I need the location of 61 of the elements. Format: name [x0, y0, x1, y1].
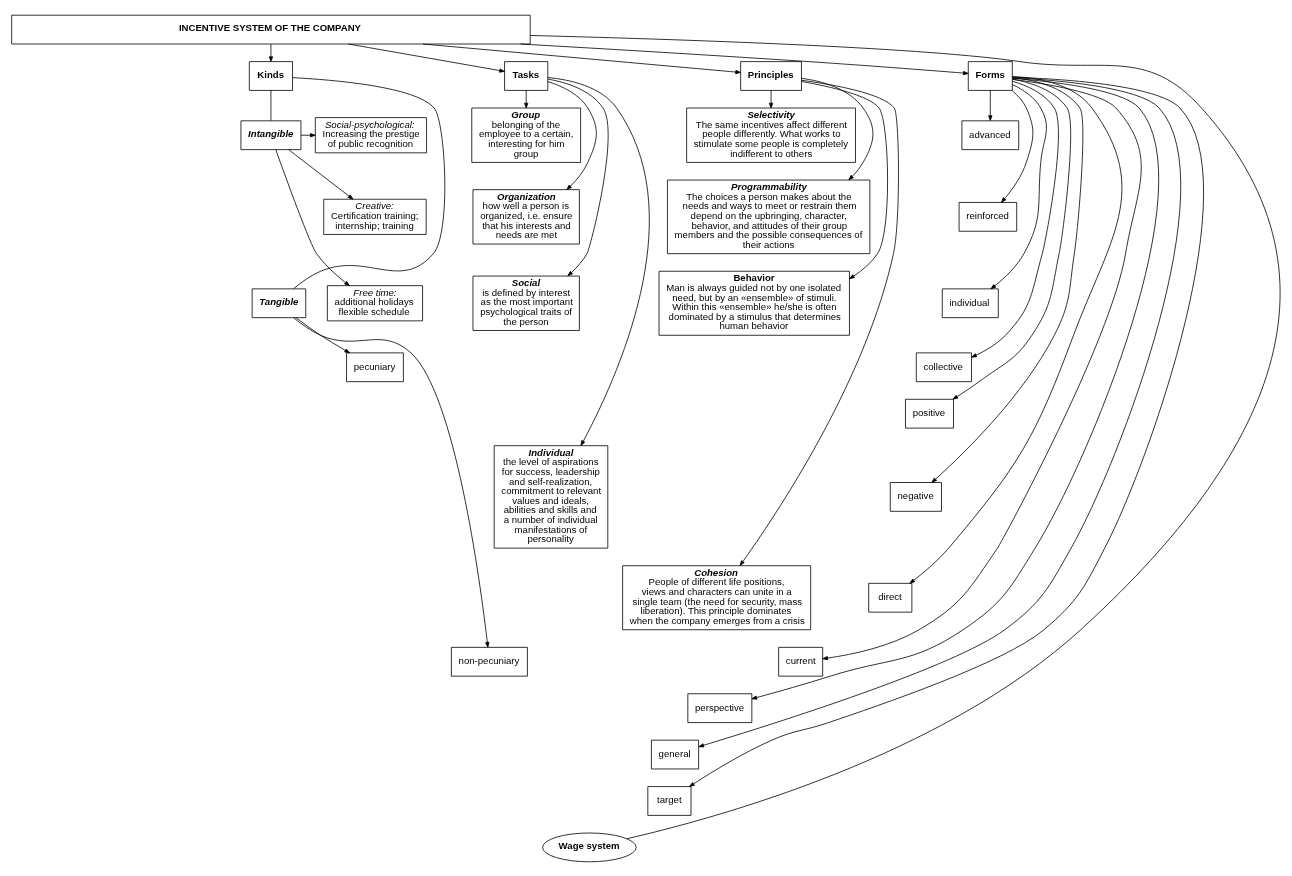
node-box: Kinds: [248, 60, 293, 91]
node-box: reinforced: [958, 201, 1018, 232]
connector: [529, 34, 1281, 839]
arrow: [348, 43, 505, 73]
node-box: Creative: Certification training; internship; training: [323, 198, 427, 235]
node-box: negative: [889, 481, 942, 512]
arrow: [293, 316, 490, 648]
node-box: Social is defined by interest as the most important psychological traits of the person: [472, 275, 580, 331]
node-box: non-pecuniary: [450, 646, 528, 677]
arrow: [801, 77, 874, 180]
arrow: [751, 77, 1159, 700]
connector: [270, 89, 272, 121]
node-box: INCENTIVE SYSTEM OF THE COMPANY: [11, 14, 531, 44]
node-box: Behavior Man is always guided not by one isolated need, but by an «ensemble» of stimuli. Within this «ensemble» he/she is often dominated by a stimulus that determines human behavior: [658, 270, 850, 336]
node-box: general: [651, 739, 700, 769]
node-ellipse: Wage system: [542, 832, 637, 862]
arrow: [547, 80, 597, 190]
arrow: [288, 148, 354, 200]
node-box: current: [778, 646, 824, 677]
arrow: [300, 132, 316, 137]
node-box: Group belonging of the employee to a certain, interesting for him group: [471, 107, 581, 163]
node-box: advanced: [961, 119, 1020, 150]
arrow: [268, 43, 273, 62]
arrow: [768, 89, 774, 108]
connector: [292, 76, 446, 289]
arrow: [422, 43, 741, 74]
arrow: [988, 89, 993, 121]
node-box: Free time: additional holidays flexible schedule: [326, 284, 423, 321]
arrow: [275, 148, 350, 286]
node-box: individual: [941, 287, 999, 318]
arrow: [1001, 89, 1034, 203]
node-box: Social-psychological: Increasing the prestige of public recognition: [314, 116, 427, 153]
node-box: positive: [905, 398, 954, 428]
arrow: [520, 43, 969, 75]
arrow: [909, 75, 1123, 584]
node-box: target: [647, 785, 692, 816]
node-box: Principles: [740, 60, 802, 91]
node-box: Tasks: [504, 60, 549, 91]
arrow: [547, 76, 650, 446]
arrow: [931, 76, 1084, 483]
node-box: Programmability The choices a person makes about the needs and ways to meet or restrain them depend on the upbringing, character, behavior, and attitudes of their group members and the possible consequences of their actions: [667, 179, 871, 254]
node-box: Selectivity The same incentives affect different people differently. What works to stimulate some people is completely indifferent to others: [686, 107, 856, 163]
node-box: perspective: [687, 692, 753, 723]
arrow: [801, 80, 888, 279]
node-box: pecuniary: [346, 352, 404, 382]
node-box: collective: [915, 352, 972, 382]
node-box: direct: [868, 582, 913, 613]
node-box: Individual the level of aspirations for success, leadership and self-realization, commitment to relevant values and ideals, abilities and skills and a number of individual manifestations of personality: [493, 444, 609, 549]
arrow: [822, 78, 1142, 660]
node-box: Forms: [967, 60, 1013, 91]
arrow: [524, 89, 529, 108]
arrow: [952, 78, 1072, 400]
arrow: [547, 78, 609, 276]
arrow: [295, 316, 351, 353]
arrow: [990, 83, 1047, 289]
node-box: Tangible: [251, 287, 307, 318]
node-box: Intangible: [240, 119, 302, 150]
arrow: [739, 79, 899, 566]
node-box: Cohesion People of different life positions, views and characters can unite in a single team (the need for security, mass liberation). This principle dominates when the company emerges from a crisis: [622, 564, 812, 630]
arrow: [971, 80, 1059, 358]
node-box: Organization how well a person is organized, i.e. ensure that his interests and needs are met: [472, 188, 580, 244]
